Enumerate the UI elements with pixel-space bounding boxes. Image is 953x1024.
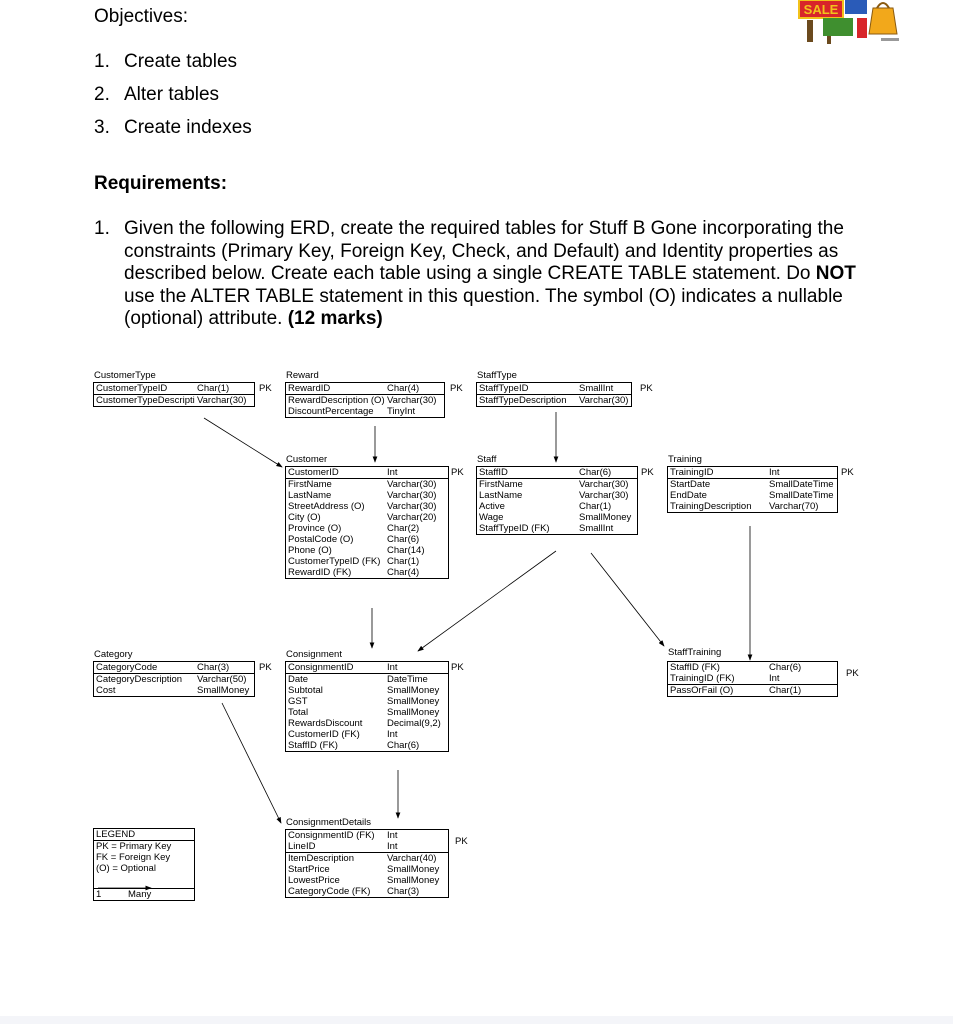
table-row: City (O)Varchar(20)	[288, 512, 437, 523]
table-row: PassOrFail (O)Char(1)	[670, 685, 802, 696]
objective-item: 2.Alter tables	[94, 84, 220, 105]
bottom-bar	[0, 1016, 953, 1024]
pk-label: PK	[451, 467, 464, 478]
table-row: Province (O)Char(2)	[288, 523, 420, 534]
entity-title-stafftype: StaffType	[477, 370, 517, 381]
table-row: StaffTypeID (FK)SmallInt	[479, 523, 614, 534]
entity-title-category: Category	[94, 649, 133, 660]
legend-line: PK = Primary Key	[96, 841, 172, 852]
objective-item: 1.Create tables	[94, 51, 238, 72]
requirement-number: 1.	[94, 218, 110, 239]
legend-line: (O) = Optional	[96, 863, 156, 874]
legend-arrow-row	[94, 874, 194, 888]
table-row: CustomerID (FK)Int	[288, 729, 398, 740]
entity-title-customertype: CustomerType	[94, 370, 156, 381]
table-row: StreetAddress (O)Varchar(30)	[288, 501, 437, 512]
objective-item: 3.Create indexes	[94, 117, 252, 138]
pk-label: PK	[841, 467, 854, 478]
entity-title-consignmentdetails: ConsignmentDetails	[286, 817, 372, 828]
pk-label: PK	[259, 383, 272, 394]
sale-logo: SALE	[797, 0, 903, 44]
requirement-text: Given the following ERD, create the requ…	[124, 218, 856, 329]
table-row: Phone (O)Char(14)	[288, 545, 425, 556]
table-row: StaffID (FK)Char(6)	[670, 662, 802, 673]
legend-many: Many	[128, 889, 152, 900]
pk-label: PK	[450, 383, 463, 394]
legend-title: LEGEND	[94, 829, 194, 841]
table-row: TrainingID (FK)Int	[668, 673, 837, 685]
pk-label: PK	[640, 383, 653, 394]
logo-text: SALE	[804, 2, 839, 17]
pk-label: PK	[259, 662, 272, 673]
entity-title-stafftraining: StaffTraining	[668, 647, 722, 658]
erd-legend: LEGEND PK = Primary Key FK = Foreign Key…	[93, 828, 195, 901]
entity-stafftraining: StaffID (FK)Char(6) TrainingID (FK)Int P…	[667, 661, 838, 697]
table-row: ConsignmentID (FK)Int	[288, 830, 398, 841]
entity-title-training: Training	[668, 454, 702, 465]
table-row: RewardDescription (O)Varchar(30)	[288, 395, 437, 406]
table-row: PostalCode (O)Char(6)	[288, 534, 420, 545]
pk-label: PK	[641, 467, 654, 478]
table-row: StaffID (FK)Char(6)	[288, 740, 420, 751]
pk-label: PK	[846, 668, 859, 679]
entity-title-staff: Staff	[477, 454, 497, 465]
entity-title-reward: Reward	[286, 370, 319, 381]
objectives-title: Objectives:	[94, 6, 188, 27]
table-row: CategoryCode (FK)Char(3)	[288, 886, 420, 897]
entity-title-customer: Customer	[286, 454, 328, 465]
legend-cardinality: 1 Many	[94, 888, 194, 900]
legend-one: 1	[96, 889, 102, 900]
requirements-title: Requirements:	[94, 173, 228, 194]
table-row: RewardID (FK)Char(4)	[288, 567, 420, 578]
table-row: CustomerTypeID (FK)Char(1)	[288, 556, 420, 567]
legend-line: FK = Foreign Key	[96, 852, 171, 863]
pk-label: PK	[455, 836, 468, 847]
entity-title-consignment: Consignment	[286, 649, 342, 660]
pk-label: PK	[451, 662, 464, 673]
